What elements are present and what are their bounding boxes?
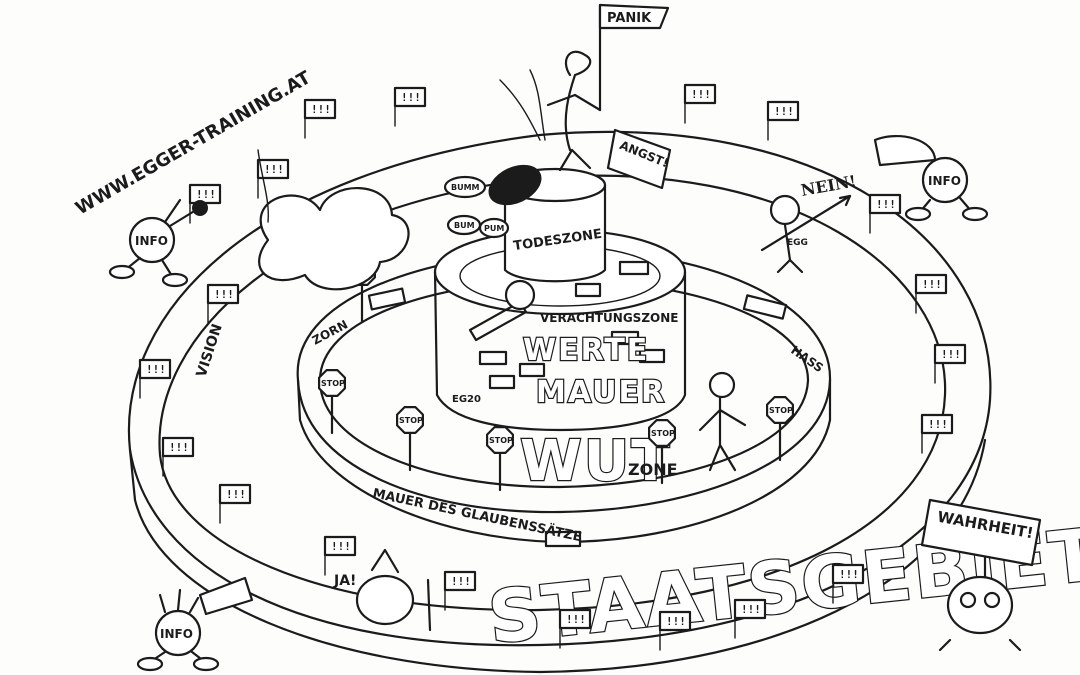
vision-text: VISION [194, 322, 226, 379]
flag-marks: !!! [928, 418, 948, 431]
stop-sign-text: STOP [769, 406, 793, 415]
flag-marks: !!! [169, 441, 189, 454]
border-flag: !!! [766, 100, 800, 141]
flag-marks: !!! [876, 198, 896, 211]
border-flag: !!! [256, 158, 290, 199]
sound-effects: BUMM BUM PUM [443, 175, 510, 239]
flag-marks: !!! [666, 615, 686, 628]
flag-marks: !!! [214, 288, 234, 301]
stop-sign: STOP [486, 426, 515, 492]
border-flag: !!! [323, 535, 357, 576]
info-label-1: INFO [135, 234, 168, 248]
border-flag: !!! [733, 598, 767, 639]
stop-sign: STOP [318, 369, 346, 435]
ja-text: JA! [333, 573, 356, 589]
signature: EG20 [452, 394, 481, 405]
emotion-zorn: ZORN [310, 317, 350, 347]
flag-marks: !!! [311, 103, 331, 116]
flag-marks: !!! [146, 363, 166, 376]
egger-tag: EGG [787, 238, 808, 248]
values-wall-label-2: MAUER [536, 375, 666, 410]
border-flag: !!! [831, 563, 865, 604]
info-label-3: INFO [160, 627, 193, 641]
stop-sign: STOP [396, 406, 424, 472]
flag-marks: !!! [331, 540, 351, 553]
flag-marks: !!! [401, 91, 421, 104]
stop-sign-text: STOP [651, 429, 675, 438]
sound-3: PUM [484, 224, 504, 233]
info-character-left: INFO [108, 198, 208, 288]
flag-marks: !!! [451, 575, 471, 588]
stop-sign: STOP [765, 396, 795, 462]
flag-marks: !!! [774, 105, 794, 118]
flag-marks: !!! [741, 603, 761, 616]
wut-character [698, 371, 747, 472]
angst-sign: ANGST! [606, 128, 672, 190]
values-wall-label-1: WERTE [523, 333, 649, 368]
border-flag: !!! [206, 283, 240, 324]
flag-marks: !!! [264, 163, 284, 176]
border-flag: !!! [920, 413, 954, 454]
border-flag: !!! [303, 98, 337, 139]
info-character-right: INFO [873, 135, 989, 222]
flag-marks: !!! [941, 348, 961, 361]
nein-character [769, 194, 804, 274]
border-flag: !!! [218, 483, 252, 524]
belief-wall-label: MAUER DES GLAUBENSSÄTZE [371, 485, 583, 545]
stop-sign-text: STOP [489, 436, 513, 445]
wahrheit-character [938, 575, 1022, 652]
border-flag: !!! [868, 193, 902, 234]
sound-2: BUM [454, 221, 475, 230]
border-flag: !!! [393, 86, 427, 127]
flag-marks: !!! [691, 88, 711, 101]
info-character-bottom: INFO [136, 576, 254, 672]
wut-zone-suffix: ZONE [628, 460, 678, 479]
contempt-zone-label: VERACHTUNGSZONE [540, 311, 678, 325]
tower-figures [499, 3, 670, 172]
border-flag: !!! [683, 83, 717, 124]
border-flag: !!! [933, 343, 967, 384]
flag-marks: !!! [839, 568, 859, 581]
border-flag: !!! [138, 358, 172, 399]
ja-character [355, 548, 432, 632]
border-flag: !!! [658, 610, 692, 651]
border-flag: !!! [188, 183, 222, 224]
border-flag: !!! [914, 273, 948, 314]
sound-1: BUMM [451, 183, 480, 192]
border-flag: !!! [161, 436, 195, 477]
truth-sign: WAHRHEIT! [920, 498, 1042, 587]
death-zone-tower [468, 164, 607, 342]
stop-sign: STOP [647, 419, 677, 485]
panik-text: PANIK [607, 11, 652, 26]
flag-marks: !!! [566, 613, 586, 626]
border-flags: !!!!!!!!!!!!!!!!!!!!!!!!!!!!!!!!!!!!!!!!… [138, 83, 967, 651]
flag-marks: !!! [922, 278, 942, 291]
border-flag: !!! [443, 570, 477, 611]
flag-marks: !!! [196, 188, 216, 201]
info-label-2: INFO [928, 174, 961, 188]
vision-cloud [257, 149, 410, 291]
stop-sign-text: STOP [321, 379, 345, 388]
border-flag: !!! [558, 608, 592, 649]
flag-marks: !!! [226, 488, 246, 501]
wut-zone-label: WUT [520, 429, 671, 494]
stop-sign-text: STOP [399, 416, 423, 425]
